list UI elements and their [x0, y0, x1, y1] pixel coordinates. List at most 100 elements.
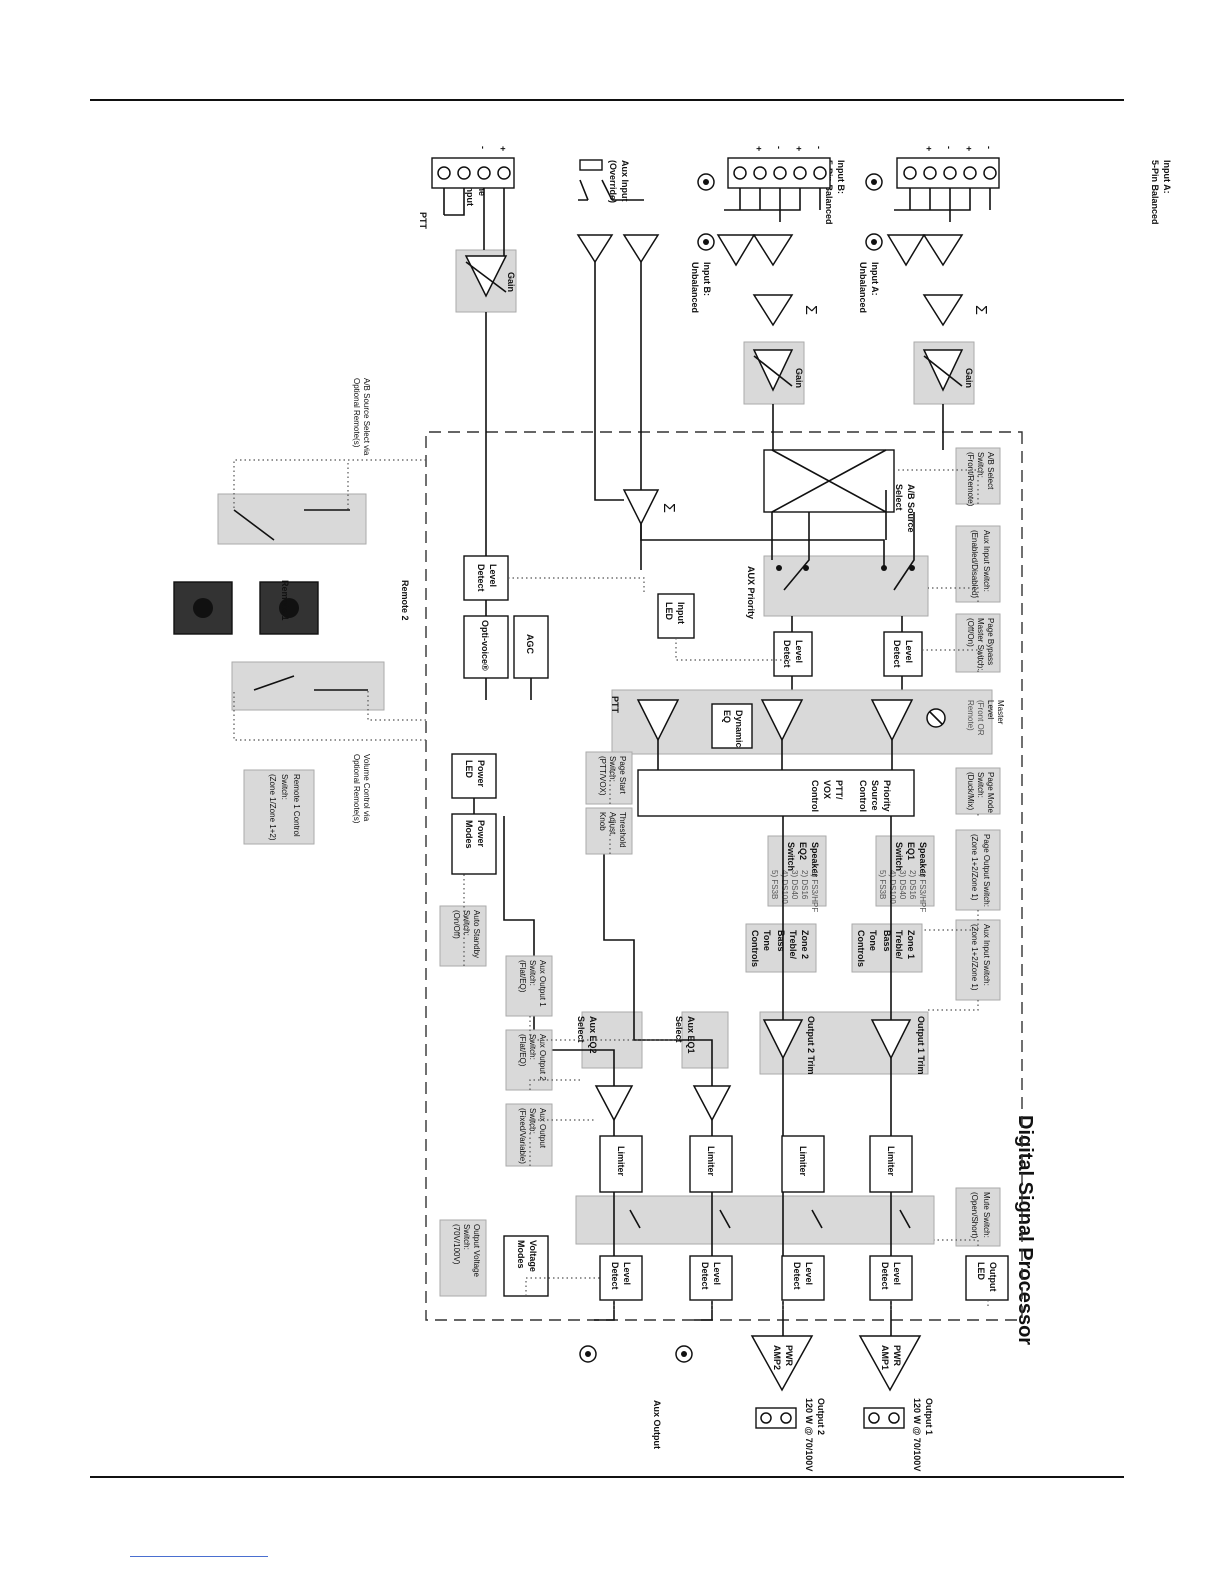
ptt-input-label: PTT	[418, 212, 428, 230]
output-voltage-label: (70V/100V)	[452, 1224, 461, 1265]
output-led-label: LED	[976, 1262, 986, 1281]
remote-1-label: Remote 1	[280, 580, 290, 621]
volume-remote-switch[interactable]	[231, 661, 385, 711]
input-a-unbalanced-label-2: Unbalanced	[858, 262, 868, 313]
output-led-label: Output	[988, 1262, 998, 1292]
mute-block	[575, 1195, 935, 1245]
input-a-pin	[983, 166, 997, 180]
switch-panel-bottom: Page Start Switch: (PTT/VOX) Threshold A…	[439, 751, 633, 1297]
page-input-pin-label: -	[478, 146, 488, 149]
threshold-knob[interactable]	[585, 807, 633, 855]
page-input-pin-label: +	[498, 146, 508, 151]
aux-eq1-label: Aux EQ1	[686, 1016, 696, 1054]
page-mode-label: (Duck/Mix)	[966, 772, 975, 811]
input-a-gain-arrow	[923, 355, 963, 387]
ab-source-cross	[771, 449, 887, 513]
aux-output1-switch[interactable]	[505, 955, 553, 1017]
input-a-wires	[894, 188, 991, 222]
master-amp-page	[636, 699, 680, 742]
input-a-pin-label: +	[964, 146, 974, 151]
page-input-connector[interactable]	[431, 157, 515, 189]
limiter-4-label: Limiter	[616, 1146, 626, 1177]
auto-standby-label: Switch:	[462, 910, 471, 936]
level-detect-wires	[791, 616, 903, 700]
eq2-option: 1) FS3/HPF	[810, 870, 819, 912]
limiter-2	[781, 1135, 825, 1193]
limiter-4	[599, 1135, 643, 1193]
input-b-wires	[724, 188, 821, 222]
output1-label: Output 1	[924, 1398, 934, 1435]
aux-output2-switch[interactable]	[505, 1029, 553, 1091]
auto-standby-switch[interactable]	[439, 905, 487, 967]
input-a-amp	[922, 234, 964, 267]
remote-section: A/B Source Select via Optional Remote(s)…	[173, 378, 426, 845]
page-mode-label: Page Mode	[986, 772, 995, 813]
input-b-gain-label: Gain	[794, 368, 804, 388]
speaker-eq2-label: Speaker	[810, 842, 820, 878]
aux-enable-label: Aux Input Switch:	[982, 530, 991, 592]
page-start-switch[interactable]	[585, 751, 633, 805]
volume-remote-lines	[253, 675, 368, 691]
output-voltage-switch[interactable]	[439, 1219, 487, 1297]
diagram-title: Digital Signal Processor	[1014, 1115, 1036, 1345]
input-a-balanced-label-1: Input A:	[1162, 160, 1172, 194]
master-amp-a	[870, 699, 914, 742]
zone2-tone-label: Tone	[762, 930, 772, 951]
page-gain-label: Gain	[506, 272, 516, 292]
input-a-pin	[923, 166, 937, 180]
aux-priority-block	[763, 555, 929, 617]
threshold-label: Threshold	[618, 812, 627, 848]
aux-input-section: Aux Input (Override) Σ	[576, 159, 677, 526]
top-rule	[90, 99, 1124, 101]
voltage-modes-label: Voltage	[528, 1240, 538, 1272]
input-b-rca-center	[703, 179, 709, 185]
output2-spec: 120 W @ 70/100V	[804, 1398, 814, 1471]
level-detect-b-label-1: Level	[794, 640, 804, 663]
page-gain-arrow	[465, 261, 507, 293]
aux1-signal	[603, 816, 713, 1321]
eq2-option: 2) DS16	[800, 870, 809, 900]
remote-1-knob[interactable]	[193, 598, 213, 618]
zone1-tone-label: Treble/	[894, 930, 904, 960]
output-level-detect-3	[689, 1255, 733, 1301]
dynamic-eq-label-2: EQ	[722, 710, 732, 723]
aux2-output-amp	[594, 1085, 634, 1122]
dynamic-eq-label-1: Dynamic	[734, 710, 744, 748]
speaker-eq2-label: EQ2	[798, 842, 808, 860]
input-b-pin	[793, 166, 807, 180]
remote1-control-switch[interactable]	[243, 769, 315, 845]
output-voltage-label: Output Voltage	[472, 1224, 481, 1277]
aux-eq2-label: Select	[576, 1016, 586, 1043]
input-a-pin-label: +	[924, 146, 934, 151]
ab-remote-label: Optional Remote(s)	[352, 378, 361, 448]
aux-input-label-1: Aux Input	[620, 160, 630, 202]
eq2-option: 3) DS40	[790, 870, 799, 900]
gain-to-ab-wires	[772, 404, 944, 450]
out-level-3-label: Detect	[700, 1262, 710, 1290]
input-a-unbalanced-label-1: Input A:	[870, 262, 880, 296]
master-level-label: Level	[986, 700, 995, 719]
aux-output1-label: Switch:	[528, 960, 537, 986]
page-output-label: Page Output Switch:	[982, 834, 991, 907]
ab-remote-switch[interactable]	[217, 493, 367, 545]
remote-dotted-volume	[233, 690, 426, 741]
power-led-label-1: Power	[476, 760, 486, 788]
priority-label-4: PTT/	[834, 780, 844, 800]
remote-2-knob[interactable]	[279, 598, 299, 618]
level-detect-a	[883, 631, 923, 677]
footer-link-underline[interactable]	[130, 1556, 268, 1557]
level-detect-a-label-2: Detect	[892, 640, 902, 668]
out-level-4-label: Detect	[610, 1262, 620, 1290]
zone2-tone-block	[745, 923, 817, 973]
aux-eq1-label: Select	[674, 1016, 684, 1043]
aux-output-fixed-switch[interactable]	[505, 1103, 553, 1167]
input-led	[657, 593, 695, 639]
output-dotted-lines	[525, 1277, 892, 1310]
input-b-sigma: Σ	[802, 305, 819, 315]
input-b-sum-amp	[752, 294, 794, 327]
aux-input-wires	[578, 179, 644, 201]
input-b-section: Input B: 5-Pin Balanced - + - + Input B:…	[690, 146, 846, 405]
page-bypass-label: Page Bypass	[986, 618, 995, 665]
speaker-eq1-label: Speaker	[918, 842, 928, 878]
aux-input-jack[interactable]	[579, 159, 603, 171]
